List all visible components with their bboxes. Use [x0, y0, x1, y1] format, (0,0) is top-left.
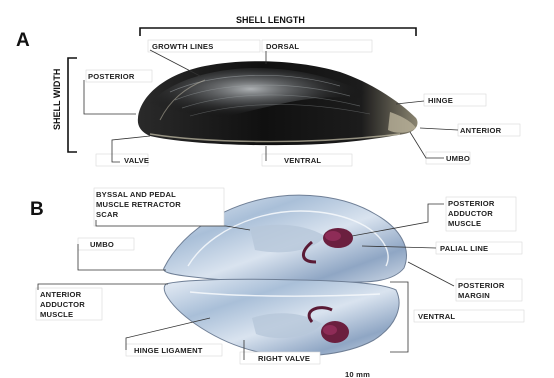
panel-a-letter: A [16, 30, 30, 51]
anterior-adductor-line2: ADDUCTOR [40, 300, 85, 309]
posterior-adductor-line1: POSTERIOR [448, 199, 495, 208]
ventral-callout-a: VENTRAL [262, 146, 352, 166]
ventral-label-b: VENTRAL [418, 312, 455, 321]
posterior-margin-line2: MARGIN [458, 291, 490, 300]
posterior-margin-line1: POSTERIOR [458, 281, 505, 290]
growth-lines-label: GROWTH LINES [152, 42, 213, 51]
valve-callout: VALVE [96, 136, 150, 166]
umbo-label-b: UMBO [90, 240, 114, 249]
byssal-label-line1: BYSSAL AND PEDAL [96, 190, 176, 199]
ventral-label-a: VENTRAL [284, 156, 321, 165]
panel-b: B BYSSAL AND PEDAL MUSCLE RETRACTOR SCAR [30, 188, 524, 378]
shell-width-label: SHELL WIDTH [52, 69, 62, 130]
anterior-callout: ANTERIOR [420, 124, 520, 136]
shell-length-bracket [140, 28, 416, 36]
right-valve-label: RIGHT VALVE [258, 354, 310, 363]
anterior-label: ANTERIOR [460, 126, 502, 135]
byssal-label-line2: MUSCLE RETRACTOR [96, 200, 181, 209]
dorsal-callout: DORSAL [262, 40, 372, 64]
posterior-adductor-line2: ADDUCTOR [448, 209, 493, 218]
hinge-label: HINGE [428, 96, 453, 105]
anterior-adductor-callout: ANTERIOR ADDUCTOR MUSCLE [36, 284, 168, 320]
posterior-margin-leader [408, 262, 454, 286]
panel-a: A SHELL LENGTH SHELL WIDTH GROWTH LINES [16, 15, 520, 166]
hinge-callout: HINGE [396, 94, 486, 106]
growth-lines-leader [150, 50, 200, 76]
anterior-adductor-line1: ANTERIOR [40, 290, 82, 299]
dorsal-label: DORSAL [266, 42, 299, 51]
shell-length-label: SHELL LENGTH [236, 15, 305, 25]
posterior-adductor-line3: MUSCLE [448, 219, 481, 228]
byssal-label-line3: SCAR [96, 210, 119, 219]
posterior-margin-callout: POSTERIOR MARGIN [408, 262, 522, 301]
umbo-callout-a: UMBO [410, 132, 470, 164]
posterior-label: POSTERIOR [88, 72, 135, 81]
scale-label: 10 mm [345, 370, 370, 378]
anterior-leader [420, 128, 458, 130]
palial-line-label: PALIAL LINE [440, 244, 488, 253]
valve-label: VALVE [124, 156, 149, 165]
posterior-leader [84, 80, 136, 114]
shell-width-bracket [68, 58, 77, 152]
hinge-leader [396, 101, 424, 104]
umbo-label-a: UMBO [446, 154, 470, 163]
hinge-ligament-label: HINGE LIGAMENT [134, 346, 203, 355]
panel-b-letter: B [30, 199, 44, 220]
mussel-shell-exterior [138, 61, 418, 145]
umbo-callout-b: UMBO [78, 238, 166, 270]
scale-bar: 10 mm [345, 370, 370, 378]
anterior-adductor-line3: MUSCLE [40, 310, 73, 319]
